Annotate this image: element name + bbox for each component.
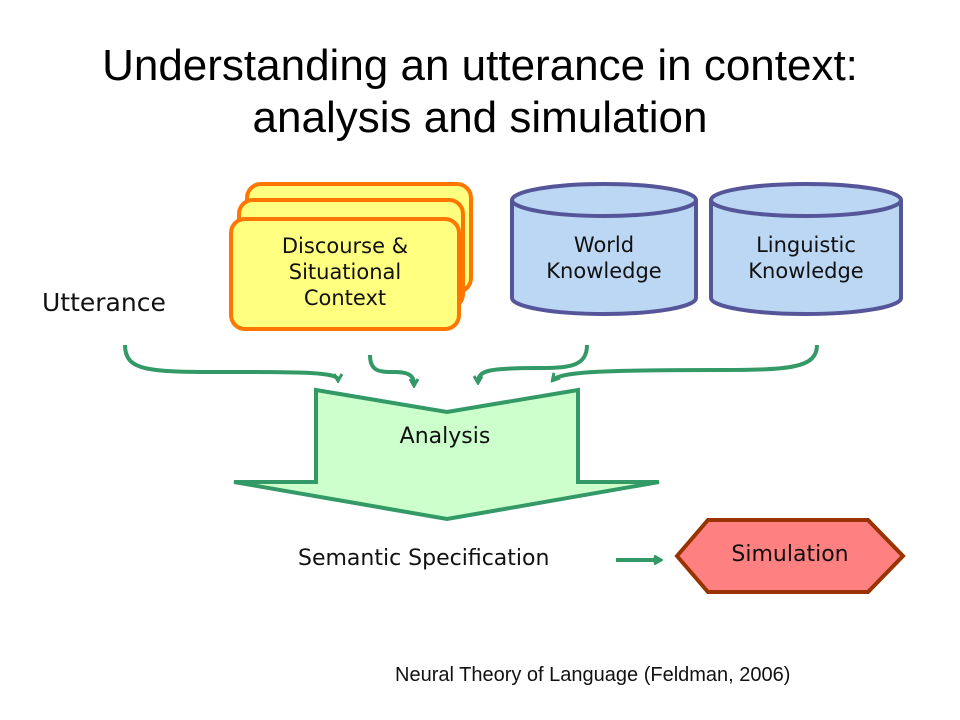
context-label-line-2: Situational — [288, 260, 402, 284]
simulation-label: Simulation — [731, 542, 849, 567]
world-label-line-1: World — [573, 233, 635, 257]
context-label-line-3: Context — [303, 286, 387, 310]
context-card-front — [229, 217, 461, 331]
linguistic-knowledge-arrow — [553, 344, 819, 380]
linguistic-knowledge-cylinder — [709, 182, 903, 316]
world-knowledge-arrow — [478, 344, 589, 382]
world-knowledge-label: World Knowledge — [512, 232, 696, 284]
linguistic-label-line-2: Knowledge — [748, 259, 864, 283]
linguistic-label-line-1: Linguistic — [756, 233, 856, 257]
context-arrow — [368, 354, 414, 385]
title-line-2: analysis and simulation — [252, 93, 708, 142]
context-label: Discourse & Situational Context — [231, 233, 459, 311]
citation: Neural Theory of Language (Feldman, 2006… — [395, 664, 791, 686]
semantic-specification-label: Semantic Specification — [298, 546, 550, 571]
utterance-arrow — [123, 344, 338, 380]
simulation-shape — [674, 518, 906, 594]
linguistic-knowledge-label: Linguistic Knowledge — [711, 232, 901, 284]
analysis-shape — [233, 387, 660, 522]
world-knowledge-cylinder — [510, 182, 698, 316]
utterance-label: Utterance — [42, 288, 166, 317]
slide-title: Understanding an utterance in context: a… — [0, 40, 960, 144]
context-stack — [229, 182, 473, 331]
context-label-line-1: Discourse & — [281, 234, 409, 258]
title-line-1: Understanding an utterance in context: — [102, 41, 858, 90]
analysis-label: Analysis — [399, 424, 491, 449]
world-label-line-2: Knowledge — [546, 259, 662, 283]
